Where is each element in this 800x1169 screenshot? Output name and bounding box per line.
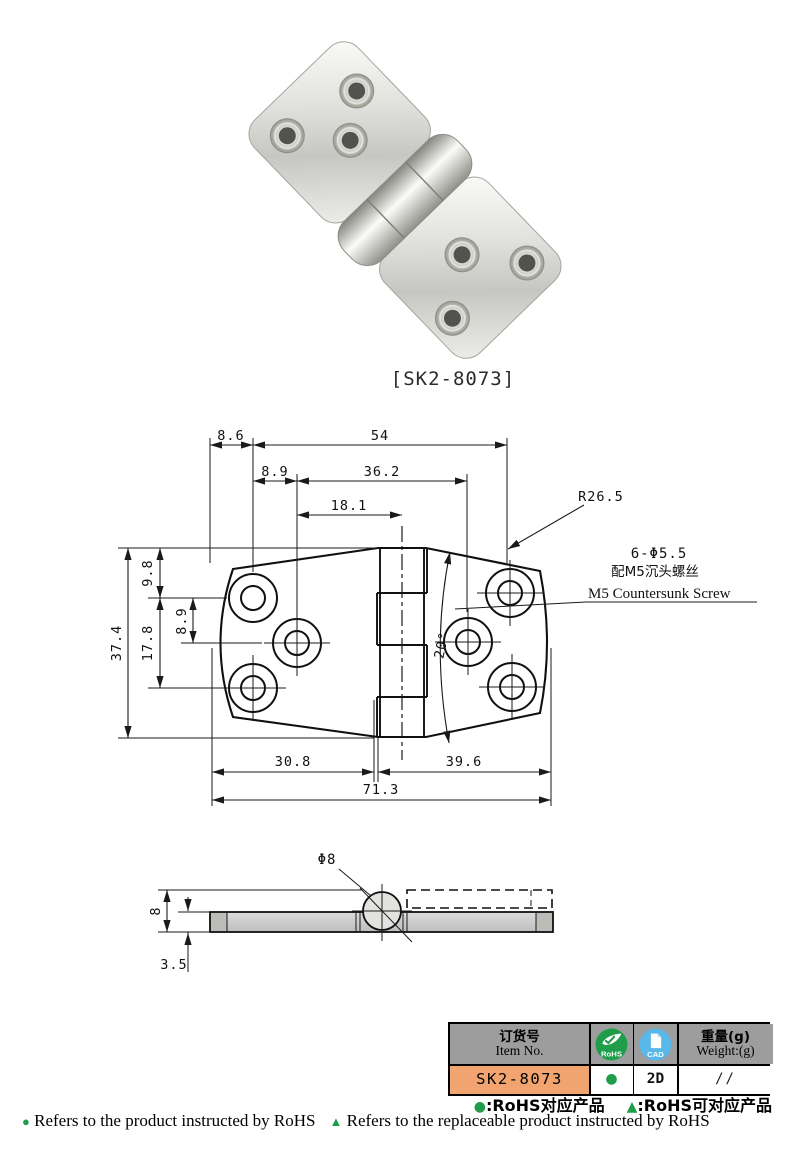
rohs-dot-icon-en: ● xyxy=(22,1114,30,1129)
weight-value: // xyxy=(715,1071,736,1088)
plan-outline xyxy=(219,546,549,739)
plan-holes xyxy=(220,560,545,721)
rohs-dot-icon: ● xyxy=(473,1099,486,1115)
dim-bottom-total: 71.3 xyxy=(363,782,400,798)
legend-en-tri-text: Refers to the replaceable product instru… xyxy=(346,1111,710,1130)
weight-header-cn: 重量(g) xyxy=(700,1028,750,1045)
cad-icon: CAD xyxy=(639,1028,672,1060)
cad-cell: 2D xyxy=(634,1065,677,1094)
dim-bottom-right: 39.6 xyxy=(446,754,483,770)
dim-top-span: 54 xyxy=(371,428,389,444)
dim-bottom-left: 30.8 xyxy=(275,754,312,770)
legend-cn-tri-text: :RoHS可对应产品 xyxy=(637,1096,772,1115)
weight-header: 重量(g) Weight:(g) xyxy=(678,1024,773,1064)
dim-left-top: 9.8 xyxy=(140,559,156,586)
item-no-header-en: Item No. xyxy=(495,1043,544,1058)
item-no-header-cn: 订货号 xyxy=(499,1028,540,1045)
dim-row2-left: 8.9 xyxy=(261,464,288,480)
rohs-triangle-icon: ▲ xyxy=(626,1099,638,1115)
plan-view: 8.6 54 8.9 36.2 18.1 37.4 9.8 17.8 8.9 3… xyxy=(109,428,757,806)
plan-barrel xyxy=(376,548,428,737)
dim-side-height: 8 xyxy=(148,906,164,915)
dim-side-offset: 3.5 xyxy=(160,957,187,973)
item-no-value: SK2-8073 xyxy=(476,1070,563,1089)
screw-note-line2: 配M5沉头螺丝 xyxy=(611,564,699,580)
screw-note-line1: 6-Φ5.5 xyxy=(631,546,688,562)
product-code-caption: [SK2-8073] xyxy=(391,368,515,390)
side-bar-lines xyxy=(226,912,537,932)
rohs-icon: RoHS xyxy=(595,1028,628,1060)
photo-screw-holes xyxy=(269,73,545,336)
legend-cn: ●:RoHS对应产品 ▲:RoHS可对应产品 xyxy=(474,1092,772,1116)
cad-value: 2D xyxy=(646,1070,665,1087)
weight-cell: // xyxy=(678,1065,773,1094)
photo-knuckle-lines xyxy=(366,161,444,239)
dim-radius: R26.5 xyxy=(578,489,624,505)
svg-text:RoHS: RoHS xyxy=(601,1049,622,1058)
side-view: Φ8 8 3.5 xyxy=(148,852,554,973)
screw-note-line3: M5 Countersunk Screw xyxy=(588,586,731,602)
dim-knuckle-diameter: Φ8 xyxy=(318,852,337,868)
spec-table: 订货号 Item No. RoHS CAD 重量(g) Weight:(g) S… xyxy=(448,1022,773,1096)
weight-header-en: Weight:(g) xyxy=(696,1043,755,1058)
legend-en-dot-text: Refers to the product instructed by RoHS xyxy=(34,1111,316,1130)
dim-top-offset: 8.6 xyxy=(217,428,244,444)
rohs-header: RoHS xyxy=(590,1024,633,1064)
rohs-triangle-icon-en: ▲ xyxy=(329,1114,343,1129)
dim-row2-span: 36.2 xyxy=(364,464,401,480)
dim-left-inner: 8.9 xyxy=(174,607,190,634)
side-crosshair xyxy=(352,884,413,943)
dim-left-mid: 17.8 xyxy=(140,625,156,662)
legend-cn-dot-text: :RoHS对应产品 xyxy=(485,1096,605,1115)
product-photo xyxy=(248,41,562,359)
rohs-status-dot: ● xyxy=(605,1071,618,1088)
plan-note-leaders xyxy=(454,601,757,610)
legend-en: ● Refers to the product instructed by Ro… xyxy=(22,1111,782,1131)
dim-angle: 20° xyxy=(431,630,452,660)
plan-dimension-lines xyxy=(124,441,585,804)
dim-row3: 18.1 xyxy=(331,498,368,514)
side-bar-cap-right xyxy=(536,913,552,931)
svg-text:CAD: CAD xyxy=(647,1049,664,1058)
cad-header: CAD xyxy=(634,1024,677,1064)
photo-hinge-barrel xyxy=(337,133,473,267)
side-dimension-lines xyxy=(163,868,372,947)
item-no-header: 订货号 Item No. xyxy=(450,1024,589,1064)
item-no-cell: SK2-8073 xyxy=(450,1065,589,1094)
side-folded-leaf-dashed xyxy=(406,889,553,909)
rohs-status-cell: ● xyxy=(590,1065,633,1094)
dim-height-total: 37.4 xyxy=(109,625,125,662)
side-bar-cap-left xyxy=(211,913,227,931)
